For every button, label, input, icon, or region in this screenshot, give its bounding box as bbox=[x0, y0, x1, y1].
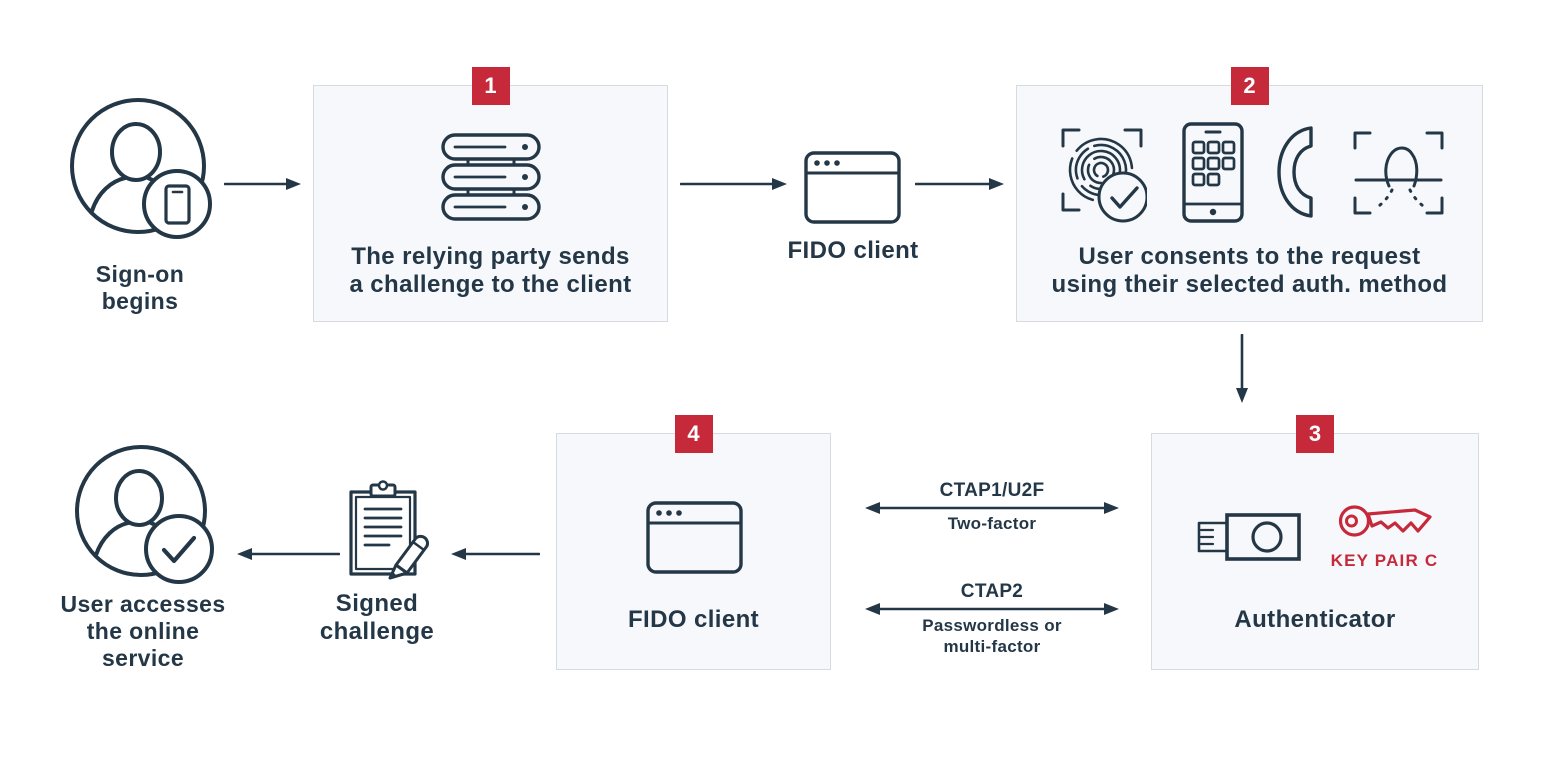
signed-challenge-label: Signed challenge bbox=[277, 590, 477, 646]
ctap1-subtitle: Two-factor bbox=[947, 514, 1037, 533]
phone-handset-icon bbox=[1277, 126, 1313, 218]
arrow-right-icon bbox=[224, 178, 301, 190]
key-icon bbox=[1338, 505, 1432, 537]
step3-box: 3 KEY PAIR C Authenticator bbox=[1151, 415, 1479, 670]
step1-caption: The relying party sends a challenge to t… bbox=[314, 243, 667, 299]
ctap2-subtitle: Passwordless or multi-factor bbox=[864, 615, 1120, 657]
arrow-double-icon bbox=[865, 603, 1119, 615]
browser-window-icon bbox=[646, 501, 743, 574]
step4-box: 4 FIDO client bbox=[556, 415, 831, 670]
usb-security-key-icon bbox=[1197, 513, 1301, 561]
signon-line1: Sign-on bbox=[95, 261, 185, 287]
key-pair-label: KEY PAIR C bbox=[1330, 551, 1439, 570]
face-scan-icon bbox=[1353, 131, 1444, 215]
user-access-line2: the online bbox=[86, 618, 200, 644]
user-access-line1: User accesses bbox=[60, 591, 226, 617]
fido-client-top-label: FIDO client bbox=[787, 237, 919, 264]
arrow-left-icon bbox=[237, 548, 340, 560]
step1-box: 1 The relying party sends a challenge to… bbox=[313, 67, 668, 322]
step1-badge: 1 bbox=[471, 67, 510, 105]
user-access-label: User accesses the online service bbox=[28, 591, 258, 672]
arrow-right-icon bbox=[680, 178, 787, 190]
step2-box: 2 bbox=[1016, 67, 1483, 322]
user-with-check-icon bbox=[75, 445, 214, 584]
step2-caption-line2: using their selected auth. method bbox=[1051, 271, 1448, 298]
step2-badge: 2 bbox=[1230, 67, 1269, 105]
user-with-phone-icon bbox=[70, 98, 212, 239]
step1-caption-line2: a challenge to the client bbox=[349, 271, 632, 298]
arrow-double-icon bbox=[865, 502, 1119, 514]
signon-line2: begins bbox=[101, 288, 179, 314]
ctap2-subtitle-line2: multi-factor bbox=[943, 637, 1041, 656]
arrow-right-icon bbox=[915, 178, 1004, 190]
signed-challenge-line1: Signed bbox=[335, 590, 419, 617]
server-stack-icon bbox=[441, 133, 541, 221]
user-access-line3: service bbox=[101, 645, 185, 671]
step2-caption: User consents to the request using their… bbox=[1017, 243, 1482, 299]
step3-badge: 3 bbox=[1296, 415, 1334, 453]
clipboard-pencil-icon bbox=[349, 480, 429, 580]
smartphone-keypad-icon bbox=[1182, 122, 1244, 223]
step4-caption: FIDO client bbox=[627, 606, 760, 633]
signon-label: Sign-on begins bbox=[25, 261, 255, 315]
step3-caption: Authenticator bbox=[1234, 606, 1396, 633]
browser-window-icon bbox=[804, 151, 901, 224]
fingerprint-check-icon bbox=[1061, 128, 1147, 223]
step4-badge: 4 bbox=[674, 415, 713, 453]
ctap1-title: CTAP1/U2F bbox=[939, 480, 1045, 501]
arrow-down-icon bbox=[1236, 334, 1248, 403]
ctap2-title: CTAP2 bbox=[960, 581, 1024, 602]
arrow-left-icon bbox=[451, 548, 540, 560]
ctap2-subtitle-line1: Passwordless or bbox=[922, 616, 1062, 635]
signed-challenge-line2: challenge bbox=[319, 618, 435, 645]
step2-caption-line1: User consents to the request bbox=[1078, 243, 1421, 270]
step1-caption-line1: The relying party sends bbox=[351, 243, 630, 270]
